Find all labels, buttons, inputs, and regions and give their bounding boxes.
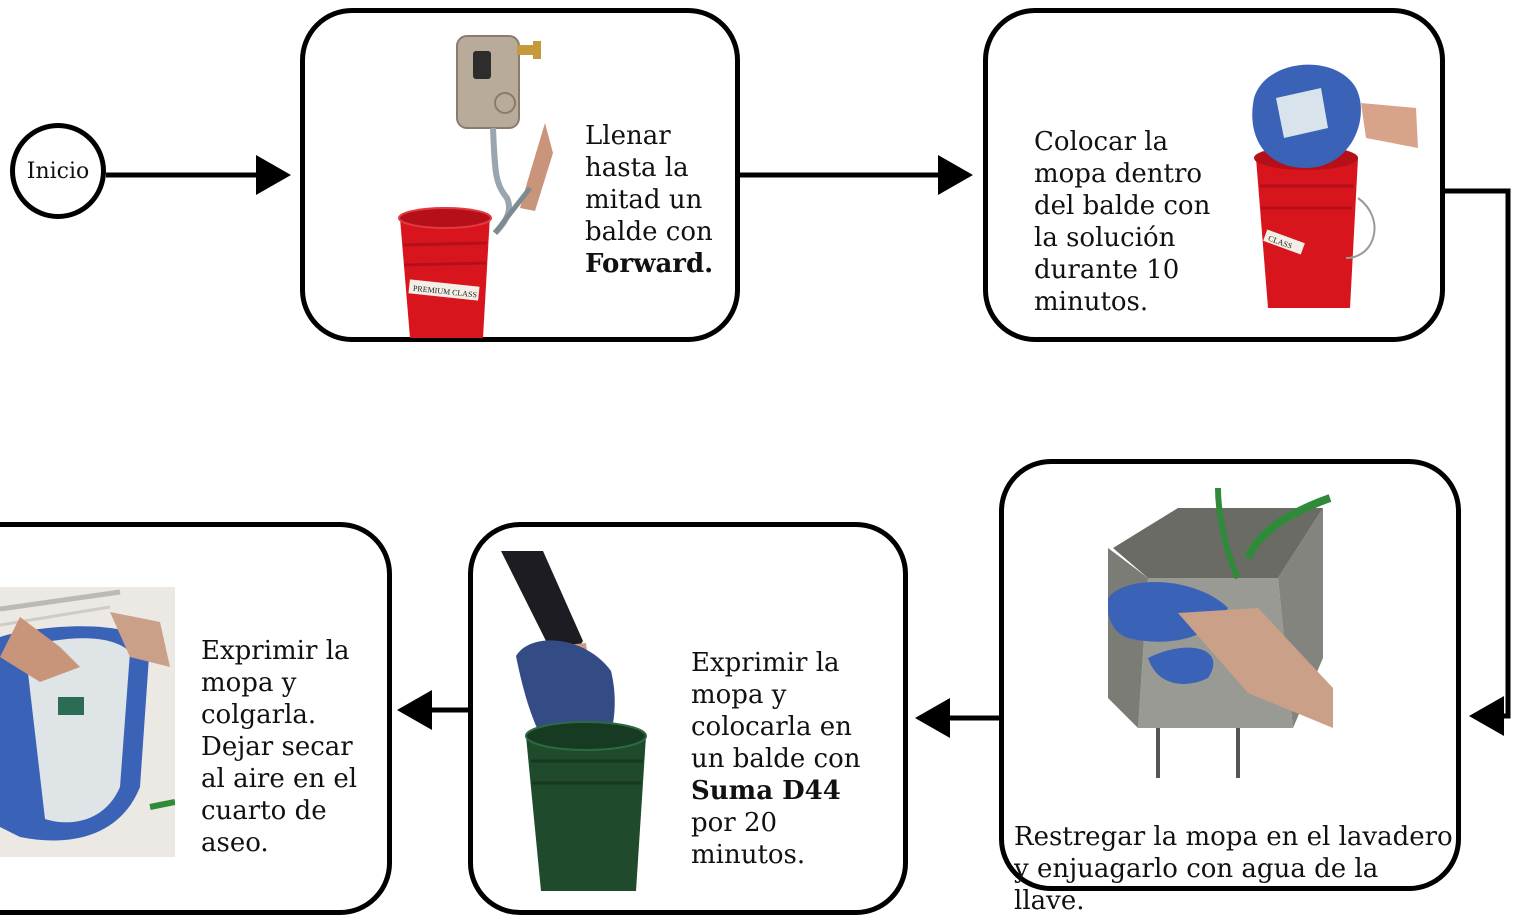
step-fill-bucket-label: Llenar hasta la mitad un balde con <box>585 121 713 247</box>
hanging-mop-photo <box>0 587 175 857</box>
step-wring-soak-d44: Exprimir la mopa y colocarla en un balde… <box>468 522 908 915</box>
mop-in-bucket-photo: CLASS <box>1252 64 1418 308</box>
step-soak-mop-text: Colocar la mopa dentro del balde con la … <box>1034 94 1210 318</box>
step-fill-bucket: PREMIUM CLASS Llenar hasta la mitad un b… <box>300 8 740 342</box>
product-forward: Forward. <box>585 249 714 279</box>
bucket-filling-photo: PREMIUM CLASS <box>398 35 553 338</box>
start-node: Inicio <box>10 123 106 219</box>
sink-scrubbing-photo <box>1108 488 1333 778</box>
arrow-step2-to-step3 <box>1443 188 1511 736</box>
step-hang-dry-text: Exprimir la mopa y colgarla. Dejar secar… <box>201 603 357 859</box>
step-wring-soak-d44-label: Exprimir la mopa y colocarla en un balde… <box>691 648 861 774</box>
step-scrub-rinse-text: Restregar la mopa en el lavadero y enjua… <box>1014 789 1456 917</box>
step-soak-mop: Colocar la mopa dentro del balde con la … <box>983 8 1445 342</box>
start-label: Inicio <box>26 158 90 184</box>
step-hang-dry: Exprimir la mopa y colgarla. Dejar secar… <box>0 522 392 915</box>
green-bucket-photo <box>501 551 647 891</box>
step-hang-dry-label: Exprimir la mopa y colgarla. Dejar secar… <box>201 636 358 858</box>
step-scrub-rinse-label: Restregar la mopa en el lavadero y enjua… <box>1014 822 1453 916</box>
step-soak-mop-label: Colocar la mopa dentro del balde con la … <box>1034 127 1211 317</box>
step-wring-soak-d44-text: Exprimir la mopa y colocarla en un balde… <box>691 615 860 871</box>
product-suma-d44: Suma D44 <box>691 776 841 806</box>
step-scrub-rinse: Restregar la mopa en el lavadero y enjua… <box>999 459 1461 916</box>
step-wring-soak-d44-suffix: por 20 minutos. <box>691 808 806 870</box>
